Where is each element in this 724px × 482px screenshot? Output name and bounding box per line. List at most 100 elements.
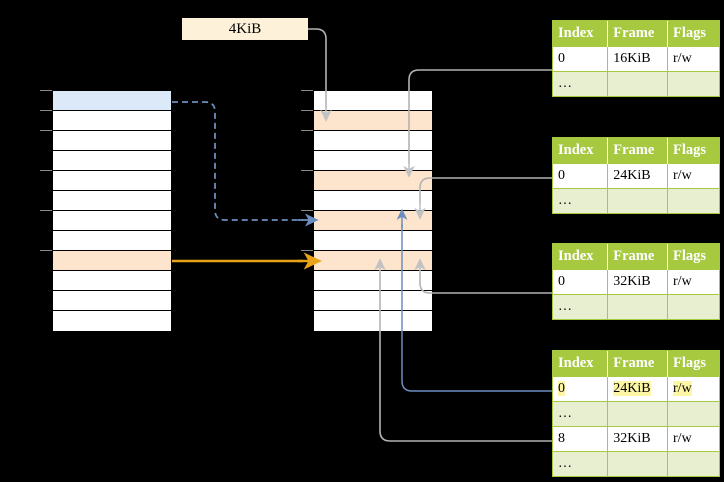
- page-table-4-cell-1: [607, 400, 669, 426]
- virtual-page-row-9: [53, 271, 171, 291]
- page-table-1-cell-0: …: [553, 70, 609, 96]
- page-table-3-cell: r/w: [673, 273, 692, 289]
- wire-pt2-to-frame: [414, 177, 552, 220]
- page-table-1-cell-1: 16KiB: [607, 45, 669, 71]
- physical-frame-row-4: [314, 171, 432, 191]
- page-table-3-cell-2: r/w: [667, 268, 719, 294]
- virtual-page-row-10: [53, 291, 171, 311]
- page-table-4-cell-2: r/w: [667, 375, 719, 401]
- physical-column-tick-6: [301, 210, 313, 211]
- page-table-3-cell-0: 0: [553, 268, 609, 294]
- page-table-2-cell-1: 24KiB: [607, 162, 669, 188]
- page-table-2-cell-1: [607, 187, 669, 213]
- page-table-1-header-frame: Frame: [607, 21, 669, 46]
- virtual-column-tick-4: [40, 170, 52, 171]
- page-table-2-header-flags: Flags: [667, 138, 719, 163]
- page-table-2-header-frame: Frame: [607, 138, 669, 163]
- page-table-1-cell: 16KiB: [613, 50, 651, 66]
- page-table-4-row[interactable]: …: [553, 400, 719, 426]
- physical-column-tick-8: [301, 250, 313, 251]
- virtual-page-row-2: [53, 131, 171, 151]
- page-table-3-cell: …: [558, 298, 572, 314]
- page-table-4-cell-0: …: [553, 400, 609, 426]
- page-table-4-cell: r/w: [673, 380, 692, 396]
- page-table-3-cell-2: [667, 293, 719, 319]
- page-table-1-cell-2: r/w: [667, 45, 719, 71]
- physical-column-tick-2: [301, 130, 313, 131]
- physical-frame-row-0: [314, 91, 432, 111]
- page-table-2-header-index: Index: [553, 138, 609, 163]
- page-table-3-header-flags: Flags: [667, 244, 719, 269]
- page-table-2-cell-0: 0: [553, 162, 609, 188]
- page-table-1-cell-0: 0: [553, 45, 609, 71]
- page-table-4-row[interactable]: …: [553, 450, 719, 476]
- page-table-3-cell-1: 32KiB: [607, 268, 669, 294]
- page-table-4-header-flags: Flags: [667, 351, 719, 376]
- page-table-4-header-index: Index: [553, 351, 609, 376]
- page-table-1-cell: …: [558, 75, 572, 91]
- page-table-4-cell: …: [558, 455, 572, 471]
- virtual-page-row-1: [53, 111, 171, 131]
- page-table-3-cell-1: [607, 293, 669, 319]
- virtual-page-row-8: [53, 251, 171, 271]
- page-table-1-header-index: Index: [553, 21, 609, 46]
- page-table-2-cell-2: r/w: [667, 162, 719, 188]
- physical-frame-row-9: [314, 271, 432, 291]
- page-table-4-cell: 8: [558, 430, 565, 446]
- virtual-page-row-11: [53, 311, 171, 331]
- page-table-2-cell: 24KiB: [613, 167, 651, 183]
- page-table-4-cell: 32KiB: [613, 430, 651, 446]
- page-table-2-row[interactable]: 0 24KiB r/w: [553, 162, 719, 188]
- page-table-3-header-index: Index: [553, 244, 609, 269]
- physical-frame-row-2: [314, 131, 432, 151]
- page-table-4-cell: 0: [558, 380, 565, 396]
- physical-column-tick-0: [301, 90, 313, 91]
- virtual-page-row-0: [53, 91, 171, 111]
- page-table-4-row[interactable]: 8 32KiB r/w: [553, 425, 719, 451]
- page-table-2-cell: 0: [558, 167, 565, 183]
- physical-frame-row-1: [314, 111, 432, 131]
- page-table-4-cell-2: r/w: [667, 425, 719, 451]
- virtual-column-tick-2: [40, 130, 52, 131]
- virtual-column-tick-6: [40, 210, 52, 211]
- page-table-4-header-frame: Frame: [607, 351, 669, 376]
- virtual-page-row-3: [53, 151, 171, 171]
- page-table-4-cell-1: [607, 450, 669, 476]
- physical-frame-row-6: [314, 211, 432, 231]
- virtual-page-row-5: [53, 191, 171, 211]
- page-table-3-row[interactable]: …: [553, 293, 719, 319]
- arrow-virtual-to-physical-dashed: [172, 101, 319, 227]
- page-table-1-header-flags: Flags: [667, 21, 719, 46]
- virtual-page-row-7: [53, 231, 171, 251]
- page-table-2-cell: …: [558, 192, 572, 208]
- page-table-4-cell: …: [558, 405, 572, 421]
- virtual-column-tick-0: [40, 90, 52, 91]
- page-table-4-cell-2: [667, 450, 719, 476]
- physical-frame-row-10: [314, 291, 432, 311]
- physical-frame-row-3: [314, 151, 432, 171]
- page-table-1-cell: r/w: [673, 50, 692, 66]
- page-table-4-cell-1: 32KiB: [607, 425, 669, 451]
- page-table-4-cell-2: [667, 400, 719, 426]
- page-table-1-row[interactable]: …: [553, 70, 719, 96]
- page-table-4-row[interactable]: 0 24KiB r/w: [553, 375, 719, 401]
- physical-frame-row-7: [314, 231, 432, 251]
- page-table-2-cell-0: …: [553, 187, 609, 213]
- page-table-4-cell: 24KiB: [613, 380, 651, 396]
- page-table-2-cell-2: [667, 187, 719, 213]
- virtual-page-row-6: [53, 211, 171, 231]
- page-table-1-cell-1: [607, 70, 669, 96]
- page-table-2-row[interactable]: …: [553, 187, 719, 213]
- physical-column-tick-4: [301, 170, 313, 171]
- page-table-3-header-frame: Frame: [607, 244, 669, 269]
